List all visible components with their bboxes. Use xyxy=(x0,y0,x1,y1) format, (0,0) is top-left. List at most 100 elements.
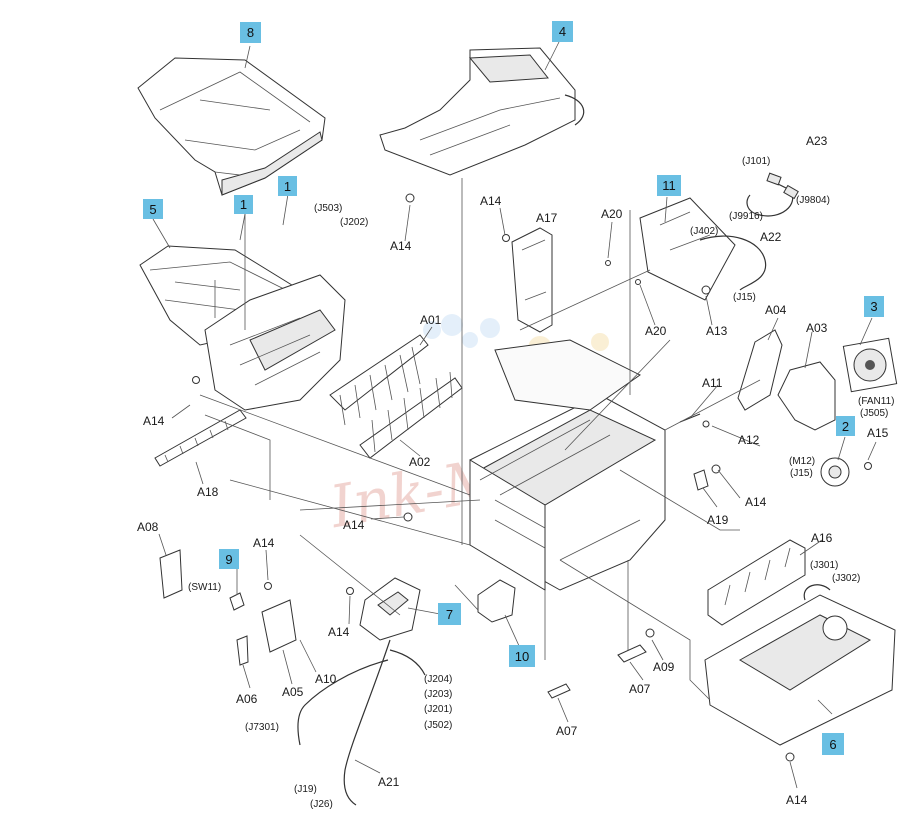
screw-icon xyxy=(502,234,510,242)
label-j202: (J202) xyxy=(340,217,368,228)
a05-plate-part xyxy=(261,599,297,653)
a09-gear-part xyxy=(645,628,655,638)
a07-lower-part xyxy=(547,683,571,699)
screw-icons xyxy=(192,193,872,762)
callout-1: 1 xyxy=(278,176,297,196)
label-a20: A20 xyxy=(645,324,667,338)
label-a14: A14 xyxy=(343,518,365,532)
a17-bracket-part xyxy=(511,227,553,333)
label-j502: (J502) xyxy=(424,720,452,731)
callout-4: 4 xyxy=(552,21,573,42)
screw-icon xyxy=(405,193,415,203)
callout-11: 11 xyxy=(657,175,681,196)
a08-plate-part xyxy=(159,549,183,599)
label-j505: (J505) xyxy=(860,408,888,419)
svg-text:5: 5 xyxy=(149,202,156,217)
svg-text:8: 8 xyxy=(247,25,254,40)
svg-text:2: 2 xyxy=(842,419,849,434)
fan-part xyxy=(842,337,898,393)
callout-7: 7 xyxy=(438,603,461,625)
label-j26: (J26) xyxy=(310,799,333,810)
a16-guide-part xyxy=(707,539,806,626)
label-j301: (J301) xyxy=(810,560,838,571)
label-sw11: (SW11) xyxy=(188,582,221,593)
screw-icon xyxy=(635,279,641,285)
svg-text:3: 3 xyxy=(870,299,877,314)
label-j19: (J19) xyxy=(294,784,317,795)
label-a03: A03 xyxy=(806,321,828,335)
svg-text:11: 11 xyxy=(662,178,676,193)
label-j101: (J101) xyxy=(742,156,770,167)
svg-text:6: 6 xyxy=(829,737,836,752)
callout-boxes: 8 4 1 1 5 11 3 2 9 7 10 6 xyxy=(143,21,884,755)
label-j503: (J503) xyxy=(314,203,342,214)
label-a15: A15 xyxy=(867,426,889,440)
label-a05: A05 xyxy=(282,685,304,699)
callout-5: 5 xyxy=(143,199,163,219)
callout-9: 9 xyxy=(219,549,239,569)
a01-guide-part xyxy=(329,334,429,426)
label-j201: (J201) xyxy=(424,704,452,715)
label-a16: A16 xyxy=(811,531,833,545)
a18-bar-part xyxy=(154,409,247,467)
label-a14: A14 xyxy=(390,239,412,253)
part-labels: A23 (J101) (J9804) (J9916) (J503) (J202)… xyxy=(137,134,895,810)
label-a12: A12 xyxy=(738,433,760,447)
main-chassis-part xyxy=(469,339,666,591)
svg-text:7: 7 xyxy=(446,607,453,622)
label-a13: A13 xyxy=(706,324,728,338)
a06-lever-part xyxy=(236,635,249,666)
callout-2: 2 xyxy=(836,416,855,436)
label-a14: A14 xyxy=(745,495,767,509)
a12-spring-part xyxy=(702,420,710,428)
label-a14: A14 xyxy=(786,793,808,807)
callout-8: 8 xyxy=(240,22,261,43)
label-a23: A23 xyxy=(806,134,828,148)
callout-1: 1 xyxy=(234,195,253,214)
label-a08: A08 xyxy=(137,520,159,534)
label-a17: A17 xyxy=(536,211,558,225)
a07-upper-part xyxy=(617,644,647,663)
screw-icon xyxy=(346,587,354,595)
svg-text:10: 10 xyxy=(515,649,529,664)
leader-lines xyxy=(152,39,877,789)
screw-icon xyxy=(785,752,795,762)
top-rear-assembly-part xyxy=(379,47,585,176)
switch-part xyxy=(229,592,245,611)
label-a20: A20 xyxy=(601,207,623,221)
screw-icon xyxy=(864,462,872,470)
lower-unit-part xyxy=(704,584,896,746)
label-a14: A14 xyxy=(143,414,165,428)
label-j9916: (J9916) xyxy=(729,211,763,222)
svg-text:1: 1 xyxy=(240,197,247,212)
a03-duct-part xyxy=(777,361,836,431)
svg-text:9: 9 xyxy=(225,552,232,567)
label-m12: (M12) xyxy=(789,456,815,467)
label-j7301: (J7301) xyxy=(245,722,279,733)
left-side-assembly-part xyxy=(204,274,346,411)
screw-icon xyxy=(192,376,200,384)
a04-bracket-part xyxy=(737,329,783,411)
a21-cable-part xyxy=(297,639,426,806)
label-a14: A14 xyxy=(480,194,502,208)
a19-clip-part xyxy=(693,469,709,491)
callout-3: 3 xyxy=(864,296,884,317)
label-a04: A04 xyxy=(765,303,787,317)
label-a09: A09 xyxy=(653,660,675,674)
label-j402: (J402) xyxy=(690,226,718,237)
screw-icon xyxy=(701,285,711,295)
bracket-10-part xyxy=(477,579,516,623)
label-a01: A01 xyxy=(420,313,442,327)
label-j204: (J204) xyxy=(424,674,452,685)
label-fan11: (FAN11) xyxy=(858,396,895,407)
label-a14: A14 xyxy=(328,625,350,639)
output-tray-part xyxy=(137,57,326,196)
formatter-board-part xyxy=(639,197,767,301)
callout-10: 10 xyxy=(509,645,535,667)
label-j203: (J203) xyxy=(424,689,452,700)
label-a11: A11 xyxy=(702,376,723,390)
label-a22: A22 xyxy=(760,230,782,244)
svg-text:1: 1 xyxy=(284,179,291,194)
a23-cable-part xyxy=(746,172,799,217)
